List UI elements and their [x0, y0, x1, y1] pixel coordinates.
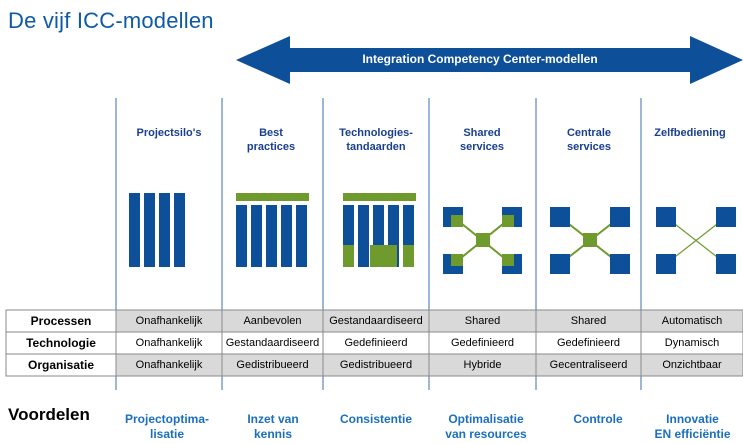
model-technology-standards-icon [343, 193, 416, 267]
table-cell: Aanbevolen [243, 315, 302, 327]
model-best-practices-icon [236, 193, 309, 267]
table-cell: Shared [464, 315, 501, 327]
table-cell: Onafhankelijk [135, 315, 203, 327]
column-header-projectsilos: Projectsilo's [136, 127, 202, 139]
table-cell: Onafhankelijk [135, 359, 203, 371]
row-label-technologie: Technologie [26, 336, 96, 350]
table-cell: Gedefinieerd [451, 337, 514, 349]
table-cell: Gestandaardiseerd [225, 337, 320, 349]
column-header-self-service: Zelfbediening [654, 127, 726, 139]
table-cell: Gedistribueerd [236, 359, 309, 371]
benefit-item: Consistentie [339, 412, 412, 426]
table-cell: Gedefinieerd [557, 337, 620, 349]
row-label-organisatie: Organisatie [27, 358, 95, 372]
table-cell: Gestandaardiseerd [329, 315, 423, 327]
benefit-item: Projectoptima-lisatie [124, 412, 209, 441]
table-cell: Dynamisch [664, 337, 720, 349]
table-cell: Onzichtbaar [662, 359, 722, 371]
table-borders [5, 309, 743, 377]
table-cell: Gedistribueerd [339, 359, 413, 371]
page-title: De vijf ICC-modellen [8, 8, 214, 33]
benefit-item: Controle [573, 412, 623, 426]
double-arrow [236, 36, 743, 84]
model-self-service-icon [656, 207, 736, 274]
table-cell: Gecentraliseerd [549, 359, 628, 371]
benefits-label: Voordelen [8, 405, 90, 424]
table-cell: Gedefinieerd [344, 337, 408, 349]
table-cell: Onafhankelijk [135, 337, 203, 349]
model-central-services-icon [550, 207, 630, 274]
banner-label: Integration Competency Center-modellen [362, 52, 598, 66]
table-cell: Hybride [463, 359, 502, 371]
table-cell: Automatisch [661, 315, 723, 327]
column-header-technology-standards: Technologies-tandaarden [339, 127, 413, 153]
model-projectsilos-icon [129, 193, 185, 267]
row-label-processen: Processen [30, 314, 92, 328]
model-shared-services-icon [443, 207, 522, 274]
table-cell: Shared [570, 315, 607, 327]
